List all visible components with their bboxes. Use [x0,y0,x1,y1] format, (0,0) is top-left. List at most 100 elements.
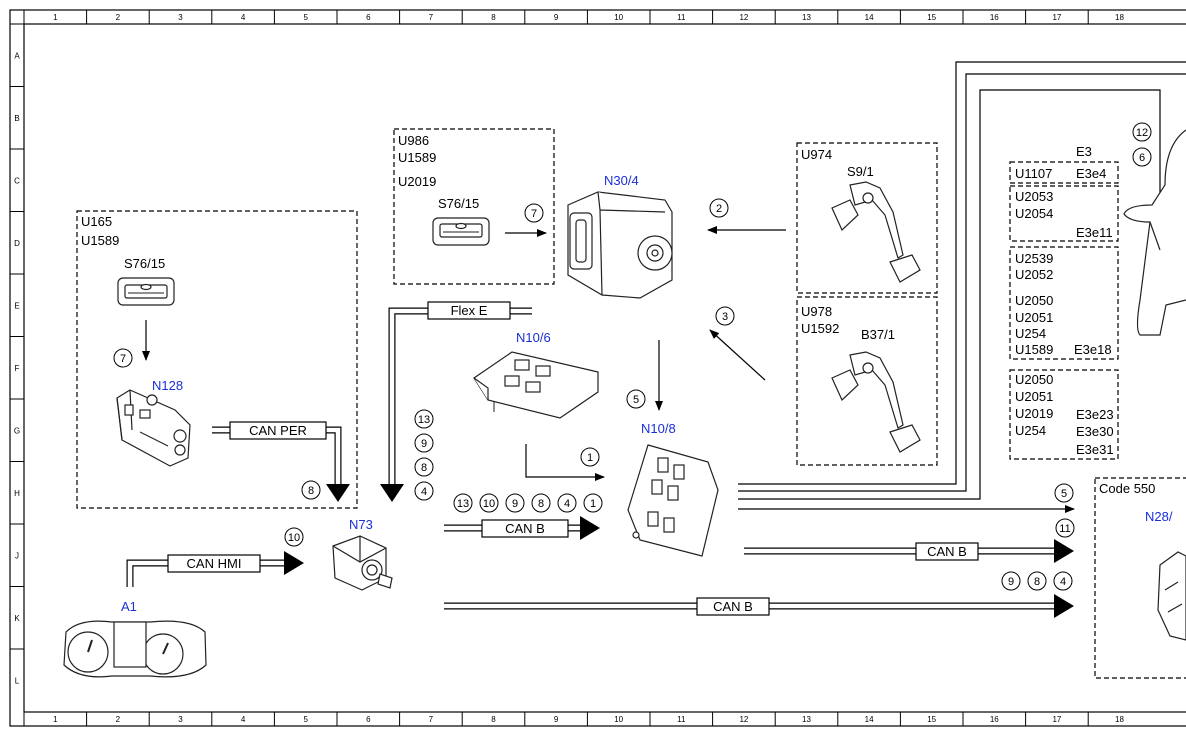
svg-text:10: 10 [483,498,495,510]
svg-text:4: 4 [1060,576,1066,588]
callout-7-left: 7 [113,348,133,368]
svg-text:4: 4 [564,498,570,510]
callout-6: 6 [1132,147,1152,167]
n30-4-group: N30/4 [567,173,673,299]
n10-8-output-wires [738,61,1186,513]
n10-8-group: 5 N10/8 [626,340,719,557]
callout-1-n106: 1 [580,447,600,467]
n10-6-module-icon [473,351,599,419]
e3-box2-tag: E3e11 [1076,225,1113,240]
ruler-col-9: 9 [554,715,559,724]
e3-box3-code-2: U2052 [1015,267,1053,282]
s76-15-top-label: S76/15 [438,196,479,211]
can-b-right-bus: CAN B [744,539,1074,563]
frame [9,9,1186,727]
callout-11-right: 11 [1055,518,1075,538]
e3-box4-code-4: U254 [1015,423,1046,438]
e3-box2-code-1: U2053 [1015,189,1053,204]
can-b-bottom-label: CAN B [713,599,753,614]
svg-text:9: 9 [421,438,427,450]
can-b-middle-label: CAN B [505,521,545,536]
svg-text:1: 1 [590,498,596,510]
svg-text:5: 5 [1061,488,1067,500]
can-b-right-label: CAN B [927,544,967,559]
ruler-col-17: 17 [1052,13,1061,22]
ruler-col-16: 16 [990,13,999,22]
e3-box4-code-2: U2051 [1015,389,1053,404]
e3-box1-tag: E3e4 [1076,166,1106,181]
code-550-group: Code 550 N28/ [1094,477,1186,679]
n28-trailer-module-icon [1157,551,1186,641]
ruler-row-F: F [15,364,20,373]
callout-12: 12 [1132,122,1152,142]
e3-box3-code-4: U2051 [1015,310,1053,325]
s76-15-left-label: S76/15 [124,256,165,271]
ruler-col-6: 6 [366,13,371,22]
b37-1-pedal-sensor-icon [831,351,921,453]
a1-label: A1 [121,599,137,614]
ruler-col-6: 6 [366,715,371,724]
ruler-col-3: 3 [178,715,183,724]
ruler-col-10: 10 [614,13,623,22]
svg-text:2: 2 [716,203,722,215]
a1-group: A1 [63,599,207,678]
ruler-col-14: 14 [865,715,874,724]
e3-box4-code-1: U2050 [1015,372,1053,387]
ruler-col-15: 15 [927,13,936,22]
e3-box3-code-6: U1589 [1015,342,1053,357]
svg-text:3: 3 [722,311,728,323]
ruler-col-12: 12 [739,13,748,22]
can-hmi-label: CAN HMI [187,556,242,571]
left-code-2: U1589 [81,233,119,248]
can-b-bottom-bus: CAN B [444,594,1074,618]
ruler-col-12: 12 [739,715,748,724]
ruler-col-1: 1 [53,715,58,724]
n73-group: N73 [332,517,393,591]
svg-text:1: 1 [587,452,593,464]
svg-text:13: 13 [418,414,430,426]
e3-box1-code: U1107 [1015,166,1052,181]
svg-text:4: 4 [421,486,427,498]
ruler-col-3: 3 [178,13,183,22]
can-per-label: CAN PER [249,423,307,438]
svg-text:9: 9 [512,498,518,510]
n10-6-group: N10/6 1 [473,330,605,481]
ruler-col-14: 14 [865,13,874,22]
n10-8-fuse-box-icon [627,444,719,557]
n128-label: N128 [152,378,183,393]
e3-box4-tag-2: E3e30 [1076,424,1114,439]
e3-box3-tag: E3e18 [1074,342,1112,357]
svg-text:8: 8 [421,462,427,474]
ruler-row-D: D [14,239,20,248]
ruler-row-J: J [15,551,19,560]
ruler-col-2: 2 [116,13,121,22]
e3-box3-code-3: U2050 [1015,293,1053,308]
ruler-col-17: 17 [1052,715,1061,724]
ruler-col-7: 7 [429,13,434,22]
callout-2: 2 [709,198,729,218]
s76-15-left-switch-icon [117,277,175,306]
svg-text:6: 6 [1139,152,1145,164]
ruler-col-5: 5 [303,715,308,724]
ruler-col-13: 13 [802,715,811,724]
ruler-row-E: E [14,301,19,310]
svg-text:13: 13 [457,498,469,510]
s9-1-label: S9/1 [847,164,874,179]
ruler-col-11: 11 [677,715,686,724]
ruler-col-4: 4 [241,715,246,724]
ruler-row-L: L [15,676,20,685]
callout-5-right: 5 [1054,483,1074,503]
flex-e-label: Flex E [451,303,488,318]
ruler-col-4: 4 [241,13,246,22]
e3-box4-code-3: U2019 [1015,406,1053,421]
can-b-middle-bus: CAN B [444,516,600,540]
n28-label: N28/ [1145,509,1173,524]
e3-steering-column-icon [1123,129,1186,336]
ruler-col-5: 5 [303,13,308,22]
a1-instrument-cluster-icon [63,620,207,678]
flex-e-bus: Flex E [380,301,532,502]
svg-text:9: 9 [1008,576,1014,588]
ruler-col-1: 1 [53,13,58,22]
